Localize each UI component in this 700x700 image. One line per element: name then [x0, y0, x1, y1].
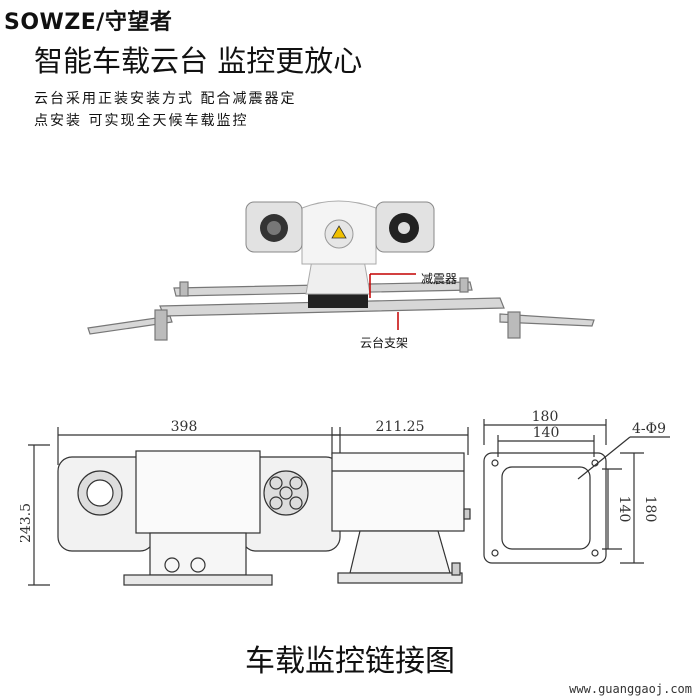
dim-base-outer-height: 180: [642, 496, 658, 523]
dim-front-height: 243.5: [20, 503, 34, 543]
camera-body: [301, 200, 377, 265]
bracket-label: 云台支架: [360, 336, 409, 350]
description-line-2: 点安装 可实现全天候车载监控: [34, 113, 249, 129]
front-view-drawing: [28, 427, 341, 586]
dim-base-inner-width: 140: [533, 425, 560, 441]
right-camera-housing: [375, 201, 435, 253]
dim-hole-spec: 4-Φ9: [632, 421, 666, 437]
dim-base-inner-height: 140: [616, 496, 632, 523]
dim-front-width: 398: [171, 419, 198, 435]
dim-base-outer-width: 180: [532, 409, 559, 425]
callout-lines: [369, 273, 416, 330]
watermark: www.guanggaoj.com: [569, 682, 692, 696]
damper-label: 减震器: [421, 272, 458, 286]
headline: 智能车载云台 监控更放心: [34, 44, 363, 78]
caption: 车载监控链接图: [245, 644, 455, 679]
product-photo: [87, 200, 595, 341]
technical-drawings: 398 243.5 211.25 180 140: [20, 409, 670, 586]
dim-side-width: 211.25: [376, 419, 425, 435]
brand-title: SOWZE/守望者: [4, 10, 173, 35]
left-camera-housing: [245, 201, 303, 253]
camera-base: [305, 259, 371, 308]
side-view-drawing: [331, 427, 471, 584]
base-plate-drawing: [483, 419, 670, 564]
description-line-1: 云台采用正装安装方式 配合减震器定: [34, 91, 297, 107]
